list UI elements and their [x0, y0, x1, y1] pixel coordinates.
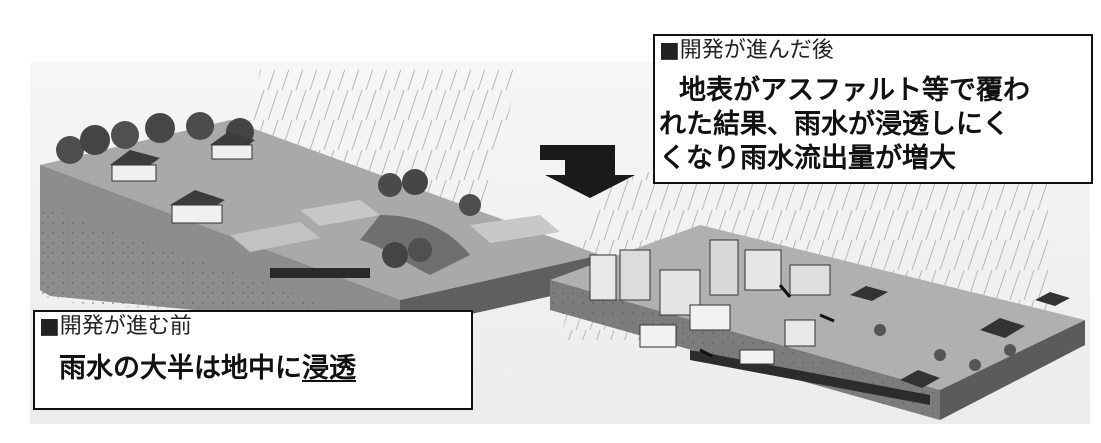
before-callout-text: 雨水の大半は地中に: [59, 353, 302, 384]
after-callout-title: ■開発が進んだ後: [659, 38, 834, 63]
after-callout-line-3: くなり雨水流出量が増大: [659, 143, 956, 174]
before-diorama: [40, 112, 600, 330]
before-callout-emphasis: 浸透: [302, 353, 356, 384]
before-callout: ■開発が進む前 雨水の大半は地中に浸透: [33, 310, 473, 410]
after-callout-line-1: 地表がアスファルト等で覆わ: [679, 75, 1030, 106]
after-callout: ■開発が進んだ後 地表がアスファルト等で覆わ れた結果、雨水が浸透しにく くなり…: [653, 34, 1093, 184]
after-diorama: [550, 225, 1085, 420]
down-arrow-icon: [540, 145, 635, 198]
after-callout-line-2: れた結果、雨水が浸透しにく: [659, 109, 1010, 140]
before-callout-body: 雨水の大半は地中に浸透: [59, 352, 356, 386]
before-callout-title: ■開発が進む前: [39, 314, 192, 339]
